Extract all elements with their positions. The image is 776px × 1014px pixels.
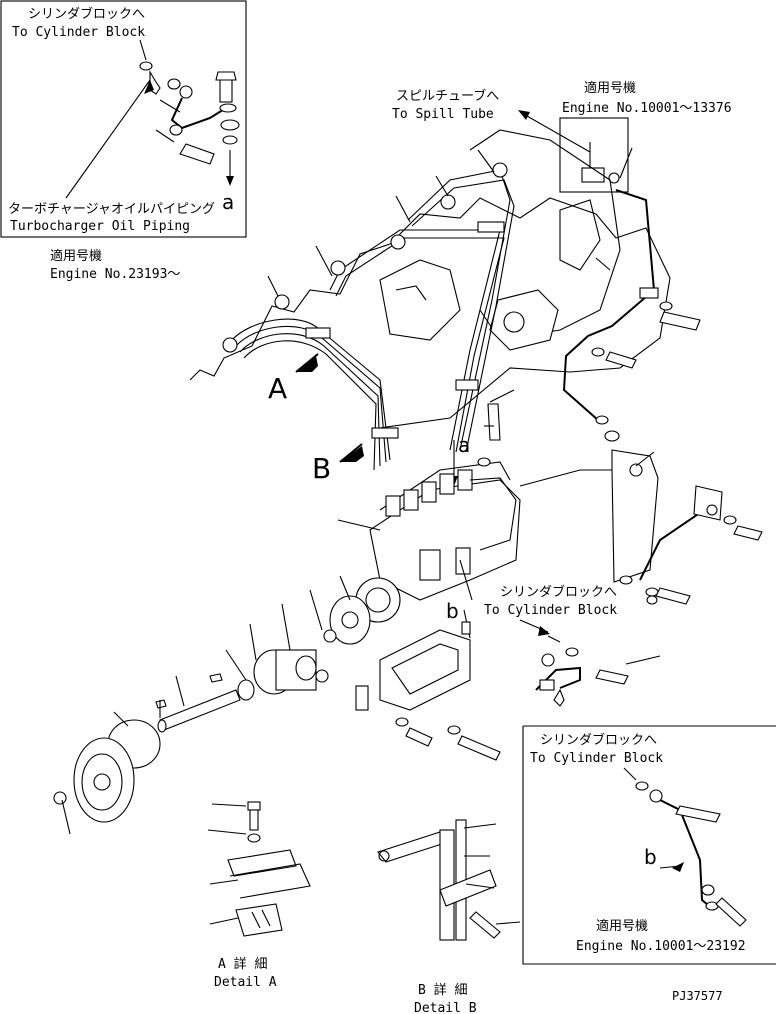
detail-b-drawing [377, 819, 501, 941]
inset-turbo-to-block-en: To Cylinder Block [12, 25, 145, 40]
oil-pipe-right [477, 189, 763, 605]
main-to-block-en: To Cylinder Block [484, 603, 617, 618]
ref-b-main: b [446, 599, 459, 623]
inset-turbo-oil-piping: シリンダブロックへ To Cylinder Block ターボチャージャオイルパ… [0, 0, 247, 238]
engine-range-1-jp: 適用号機 [50, 248, 102, 264]
detail-a-drawing [227, 801, 311, 937]
spill-tube-en: To Spill Tube [392, 107, 494, 122]
inset-b-piping: シリンダブロックへ To Cylinder Block b 適用号機 Engin… [522, 725, 776, 965]
inset-b-engine-en: Engine No.10001～23192 [576, 939, 746, 954]
drawing-number: PJ37577 [672, 989, 723, 1003]
inset-turbo-to-block-jp: シリンダブロックへ [28, 6, 145, 22]
detail-a-jp: A 詳 細 [218, 956, 267, 972]
inset-turbo-ref: a [222, 190, 234, 214]
view-label-a: A [268, 372, 287, 405]
inset-frame [0, 0, 247, 238]
inset-b-frame [522, 725, 776, 965]
callout-leaders [61, 142, 661, 925]
main-to-block-jp: シリンダブロックへ [500, 584, 617, 600]
engine-range-2-jp: 適用号機 [584, 80, 636, 96]
view-label-b: B [312, 452, 331, 485]
detail-b-jp: B 詳 細 [418, 982, 467, 998]
inset-turbo-pipe-jp: ターボチャージャオイルパイピング [8, 202, 215, 217]
spill-fitting-frame [559, 117, 629, 193]
pump-bracket [355, 629, 501, 761]
detail-a-en: Detail A [214, 975, 277, 990]
inset-b-ref: b [644, 845, 657, 869]
inset-b-engine-jp: 適用号機 [596, 918, 648, 934]
inset-b-to-block-jp: シリンダブロックへ [540, 732, 657, 748]
detail-b-en: Detail B [414, 1001, 477, 1014]
engine-range-2-en: Engine No.10001～13376 [562, 101, 732, 116]
drive-shaft-parts [53, 649, 329, 823]
inset-b-to-block-en: To Cylinder Block [530, 751, 663, 766]
engine-range-1-en: Engine No.23193～ [50, 267, 180, 282]
inset-turbo-pipe-en: Turbocharger Oil Piping [10, 219, 190, 234]
ref-a-main: a [458, 433, 470, 457]
fuel-injection-pump [323, 461, 521, 645]
spill-tube-jp: スピルチューブへ [396, 88, 499, 104]
